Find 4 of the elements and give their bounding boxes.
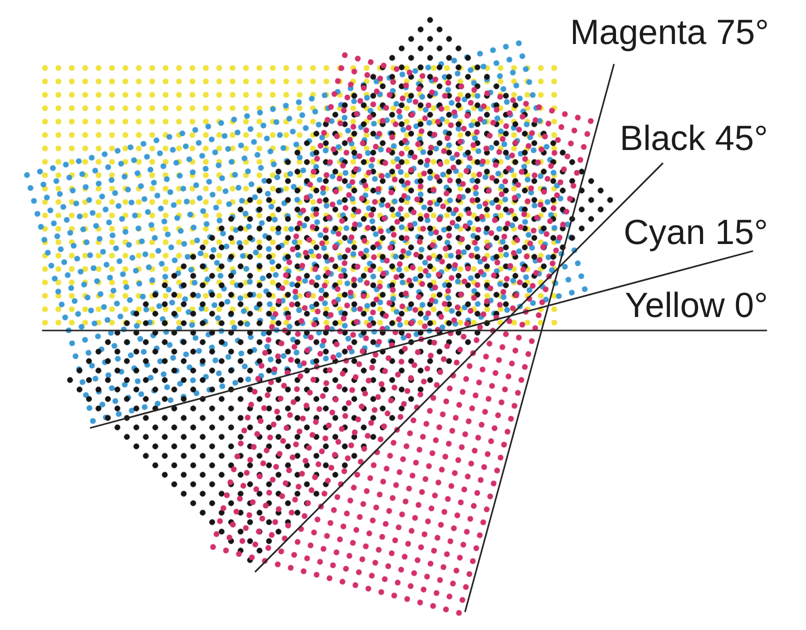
screen-angle-label: Black 45° (620, 119, 768, 160)
screen-angle-label: Yellow 0° (624, 286, 768, 326)
screen-angle-label: Cyan 15° (624, 213, 768, 254)
screen-angle-label: Magenta 75° (570, 13, 769, 54)
